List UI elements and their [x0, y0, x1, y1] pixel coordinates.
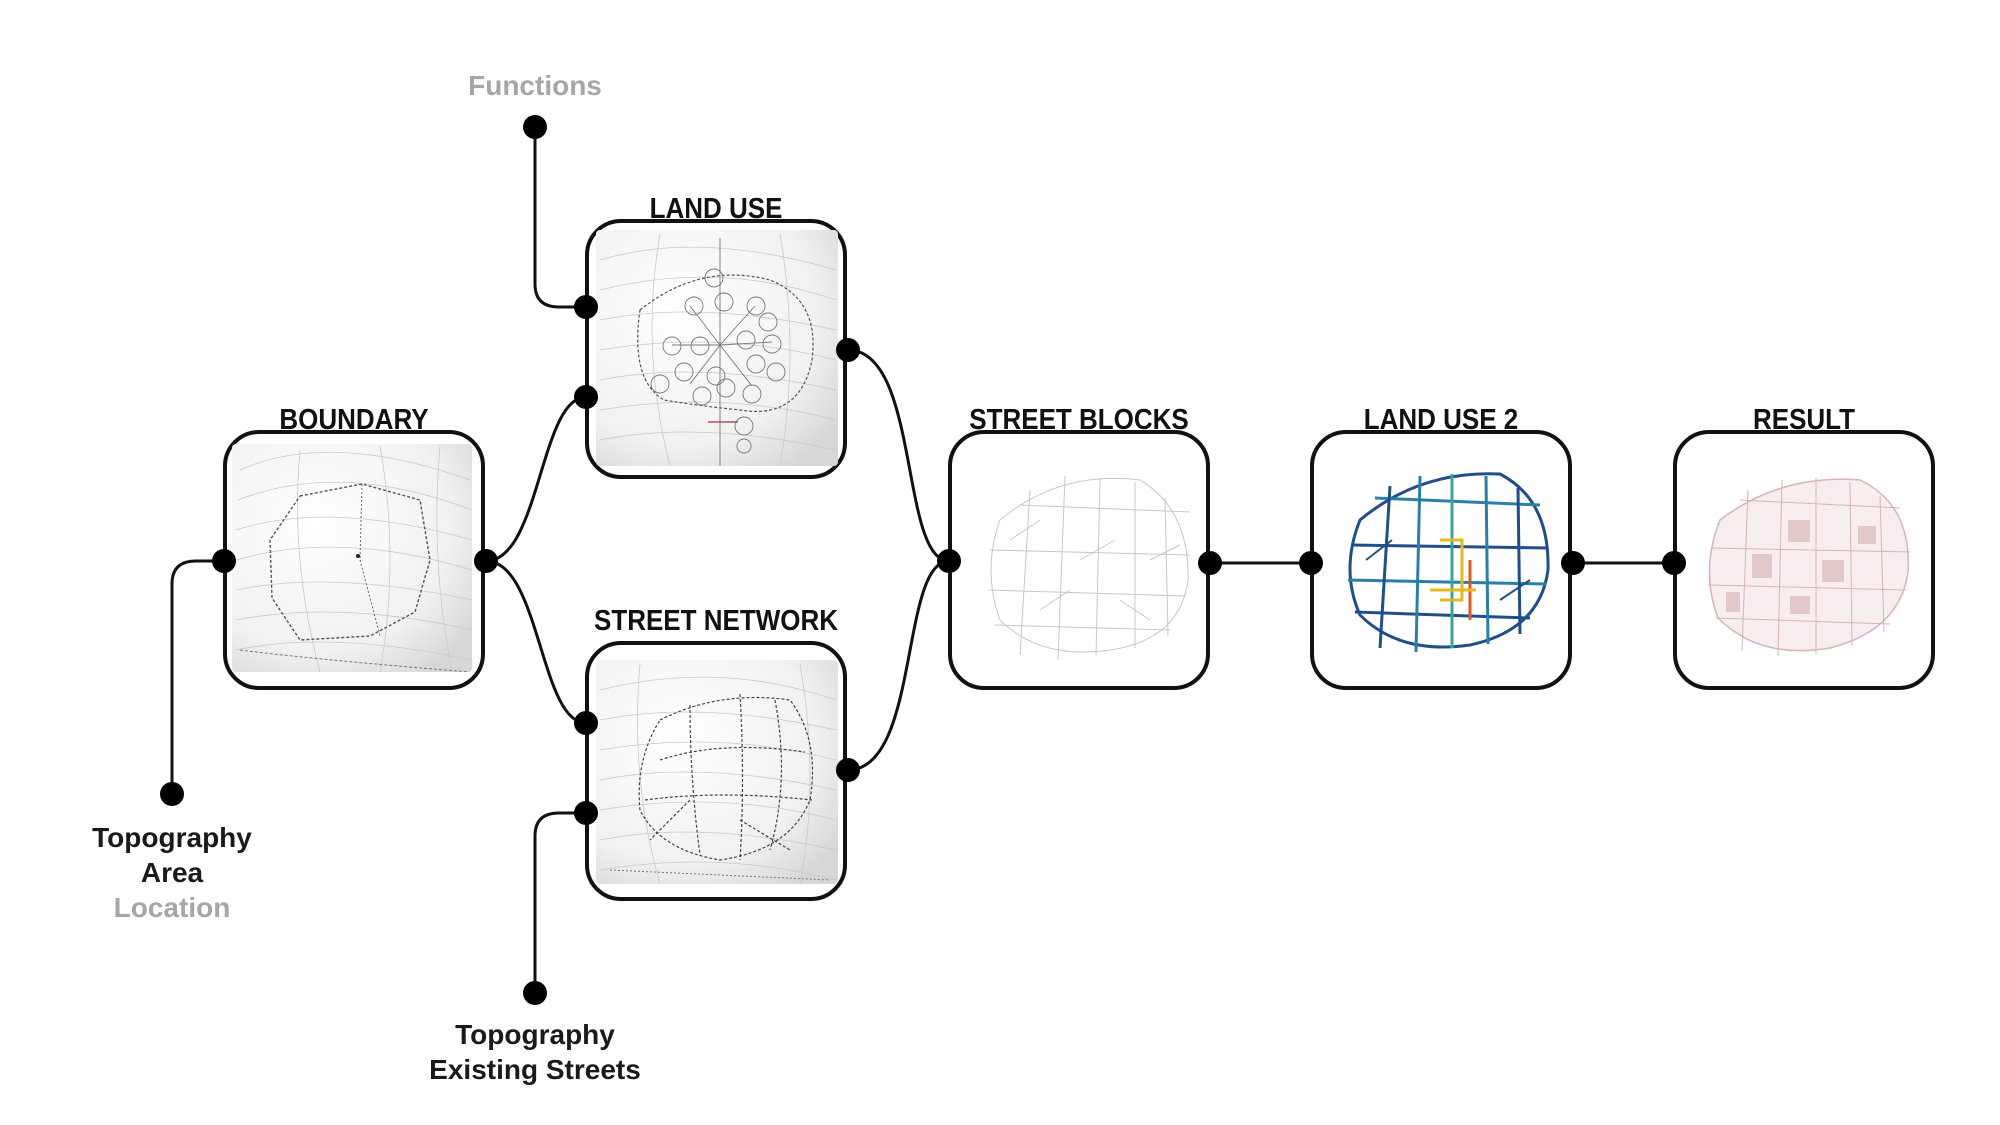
port-out[interactable]: [836, 758, 860, 782]
wire-boundary-to-network: [485, 559, 587, 725]
input-functions: Functions: [468, 70, 602, 139]
node-land-use[interactable]: LAND USE: [574, 192, 860, 479]
port-in-boundary[interactable]: [574, 711, 598, 735]
node-title: BOUNDARY: [279, 403, 428, 436]
result-thumbnail: [1707, 478, 1911, 657]
node-result[interactable]: RESULT: [1662, 403, 1935, 690]
port-in[interactable]: [1662, 551, 1686, 575]
node-title: STREET NETWORK: [594, 604, 838, 637]
node-street-blocks[interactable]: STREET BLOCKS: [937, 403, 1222, 690]
land-use-2-thumbnail: [1347, 472, 1550, 653]
input-boundary-sources: Topography Area Location: [92, 782, 252, 923]
connections: [170, 127, 1674, 993]
input-label-location: Location: [114, 892, 231, 923]
port-out[interactable]: [1198, 551, 1222, 575]
input-label-area: Area: [141, 857, 204, 888]
land-use-thumbnail: [596, 230, 838, 466]
wire-boundary-to-landuse: [485, 395, 587, 563]
port-in[interactable]: [937, 549, 961, 573]
port-in-boundary[interactable]: [574, 385, 598, 409]
street-network-thumbnail: [596, 660, 838, 884]
node-title: LAND USE: [650, 192, 783, 225]
port-in-streets[interactable]: [574, 801, 598, 825]
port-in-functions[interactable]: [574, 295, 598, 319]
wire-boundary-inputs: [170, 559, 224, 794]
street-blocks-thumbnail: [987, 475, 1191, 661]
wire-functions: [533, 127, 586, 309]
node-title: STREET BLOCKS: [969, 403, 1188, 436]
boundary-thumbnail: [232, 444, 472, 672]
port-in[interactable]: [212, 549, 236, 573]
wire-network-to-blocks: [847, 559, 950, 772]
node-boundary[interactable]: BOUNDARY: [212, 403, 498, 690]
node-street-network[interactable]: STREET NETWORK: [574, 604, 860, 901]
input-label-topography: Topography: [92, 822, 252, 853]
terminal-dot[interactable]: [523, 981, 547, 1005]
input-network-sources: Topography Existing Streets: [429, 981, 641, 1085]
wire-network-inputs: [533, 811, 586, 993]
input-label-functions: Functions: [468, 70, 602, 101]
node-land-use-2[interactable]: LAND USE 2: [1299, 403, 1585, 690]
wire-landuse-to-blocks: [847, 348, 950, 563]
node-box: [948, 430, 1210, 690]
node-title: LAND USE 2: [1364, 403, 1519, 436]
port-out[interactable]: [1561, 551, 1585, 575]
node-title: RESULT: [1753, 403, 1855, 436]
port-out[interactable]: [836, 338, 860, 362]
terminal-dot[interactable]: [160, 782, 184, 806]
port-out[interactable]: [474, 549, 498, 573]
terminal-dot[interactable]: [523, 115, 547, 139]
input-label-topography: Topography: [455, 1019, 615, 1050]
port-in[interactable]: [1299, 551, 1323, 575]
input-label-existing-streets: Existing Streets: [429, 1054, 641, 1085]
